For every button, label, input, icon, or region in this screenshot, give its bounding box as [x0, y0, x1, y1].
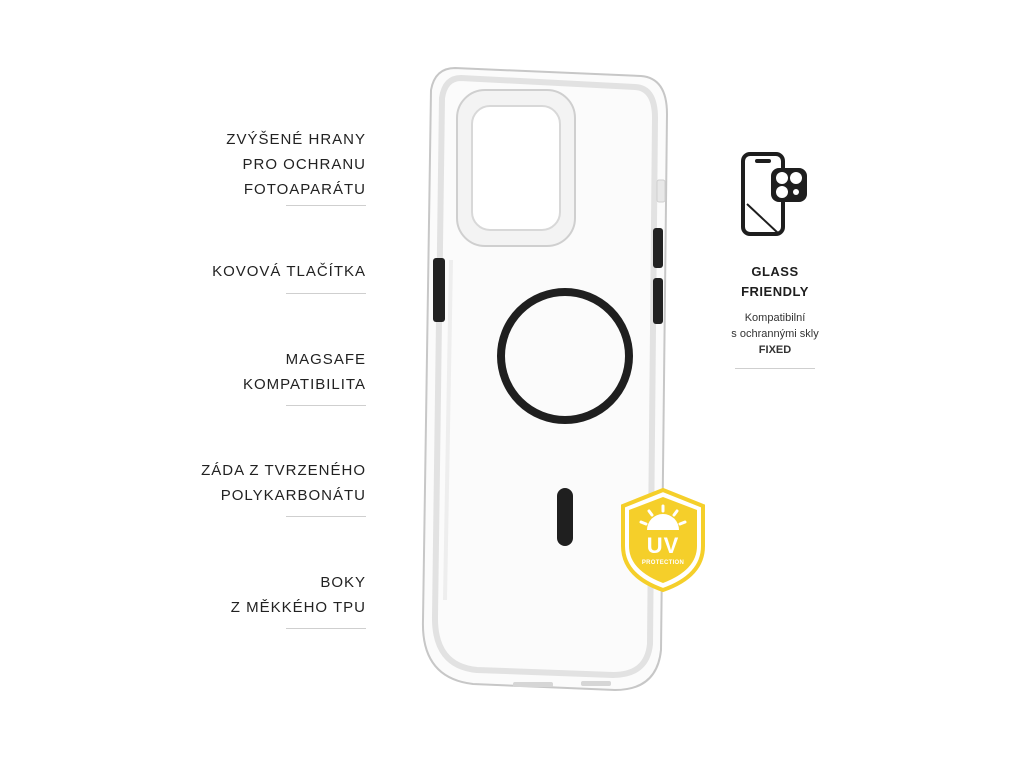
glass-divider [735, 368, 815, 369]
feature-raised-edges: ZVÝŠENÉ HRANY PRO OCHRANU FOTOAPARÁTU [170, 127, 366, 202]
clear-magsafe-phone-case [395, 60, 685, 700]
feature-metal-buttons: KOVOVÁ TLAČÍTKA [170, 259, 366, 284]
glass-desc-line: Kompatibilní [744, 312, 806, 324]
feature-line: Z MĚKKÉHO TPU [230, 599, 366, 616]
glass-friendly-block: GLASS FRIENDLY Kompatibilní s ochrannými… [700, 150, 850, 369]
feature-tpu-sides: BOKY Z MĚKKÉHO TPU [170, 570, 366, 620]
feature-divider [286, 628, 366, 629]
feature-polycarbonate-back: ZÁDA Z TVRZENÉHO POLYKARBONÁTU [170, 458, 366, 508]
glass-desc-line: s ochrannými skly [731, 328, 819, 340]
uv-sub-label: PROTECTION [641, 560, 685, 566]
phone-with-glass-and-camera-protector-icon [741, 152, 807, 236]
feature-line: BOKY [320, 574, 366, 591]
feature-line: ZVÝŠENÉ HRANY [226, 131, 366, 148]
uv-label: UV [646, 533, 680, 558]
feature-line: PRO OCHRANU [242, 156, 366, 173]
feature-line: FOTOAPARÁTU [243, 181, 366, 198]
feature-line: MAGSAFE [285, 351, 366, 368]
feature-line: KOVOVÁ TLAČÍTKA [212, 263, 366, 280]
glass-desc-brand: FIXED [758, 344, 792, 356]
feature-divider [286, 516, 366, 517]
feature-divider [286, 293, 366, 294]
feature-divider [286, 405, 366, 406]
glass-title-line: FRIENDLY [741, 284, 809, 299]
uv-protection-badge: UV PROTECTION [620, 488, 706, 592]
sun-shield-icon [621, 488, 705, 592]
feature-divider [286, 205, 366, 206]
feature-magsafe: MAGSAFE KOMPATIBILITA [170, 347, 366, 397]
glass-title-line: GLASS [751, 264, 799, 279]
feature-line: POLYKARBONÁTU [220, 487, 366, 504]
feature-line: ZÁDA Z TVRZENÉHO [201, 462, 366, 479]
feature-line: KOMPATIBILITA [242, 376, 366, 393]
